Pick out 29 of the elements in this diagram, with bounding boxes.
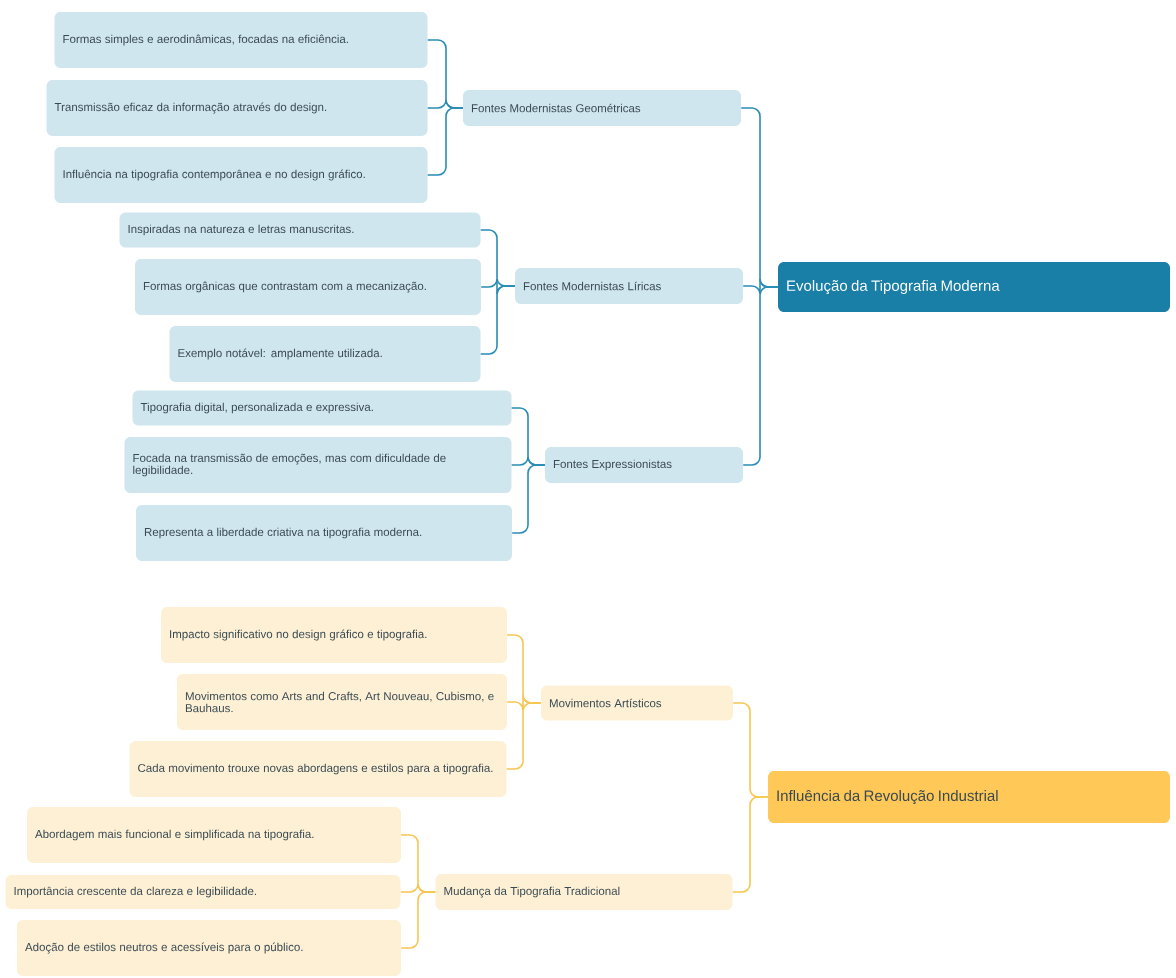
detail-box: Abordagem mais funcional e simplificada na tipografia. [27,807,401,863]
main-topic-box: Influência da Revolução Industrial [768,771,1170,823]
detail-box: Exemplo notável: amplamente utilizada. [169,326,481,382]
detail-box: Formas orgânicas que contrastam com a mecanização. [135,259,481,315]
detail-box: Focada na transmissão de emoções, mas com dificuldade de legibilidade. [124,437,512,493]
connector-line [479,285,516,355]
detail-box: Cada movimento trouxe novas abordagens e estilos para a tipografia. [129,741,507,797]
subtopic-box: Fontes Expressionistas [545,447,743,483]
subtopic-box: Movimentos Artísticos [541,685,733,721]
connector-line [400,891,437,949]
detail-box: Formas simples e aerodinâmicas, focadas na eficiência. [54,12,428,68]
detail-box: Importância crescente da clareza e legibilidade. [5,875,401,909]
detail-box: Inspiradas na natureza e letras manuscritas. [119,212,481,248]
subtopic-box: Fontes Modernistas Líricas [515,268,743,304]
subtopic-box: Mudança da Tipografia Tradicional [435,874,733,910]
main-topic-box: Evolução da Tipografia Moderna [778,262,1170,312]
detail-box: Representa a liberdade criativa na tipografia moderna. [136,505,512,561]
connector-line [742,286,779,466]
detail-box: Movimentos como Arts and Crafts, Art Nouveau, Cubismo, e Bauhaus. [177,674,507,730]
connector-line [511,464,546,534]
connector-line [426,107,464,176]
detail-box: Impacto significativo no design gráfico e tipografia. [161,607,507,663]
detail-box: Adoção de estilos neutros e acessíveis para o público. [17,920,401,976]
connector-line [731,796,769,893]
detail-box: Transmissão eficaz da informação através do design. [46,80,428,136]
subtopic-box: Fontes Modernistas Geométricas [463,90,741,126]
detail-box: Influência na tipografia contemporânea e no design gráfico. [54,147,428,203]
detail-box: Tipografia digital, personalizada e expressiva. [132,390,512,426]
connector-line [505,702,542,770]
